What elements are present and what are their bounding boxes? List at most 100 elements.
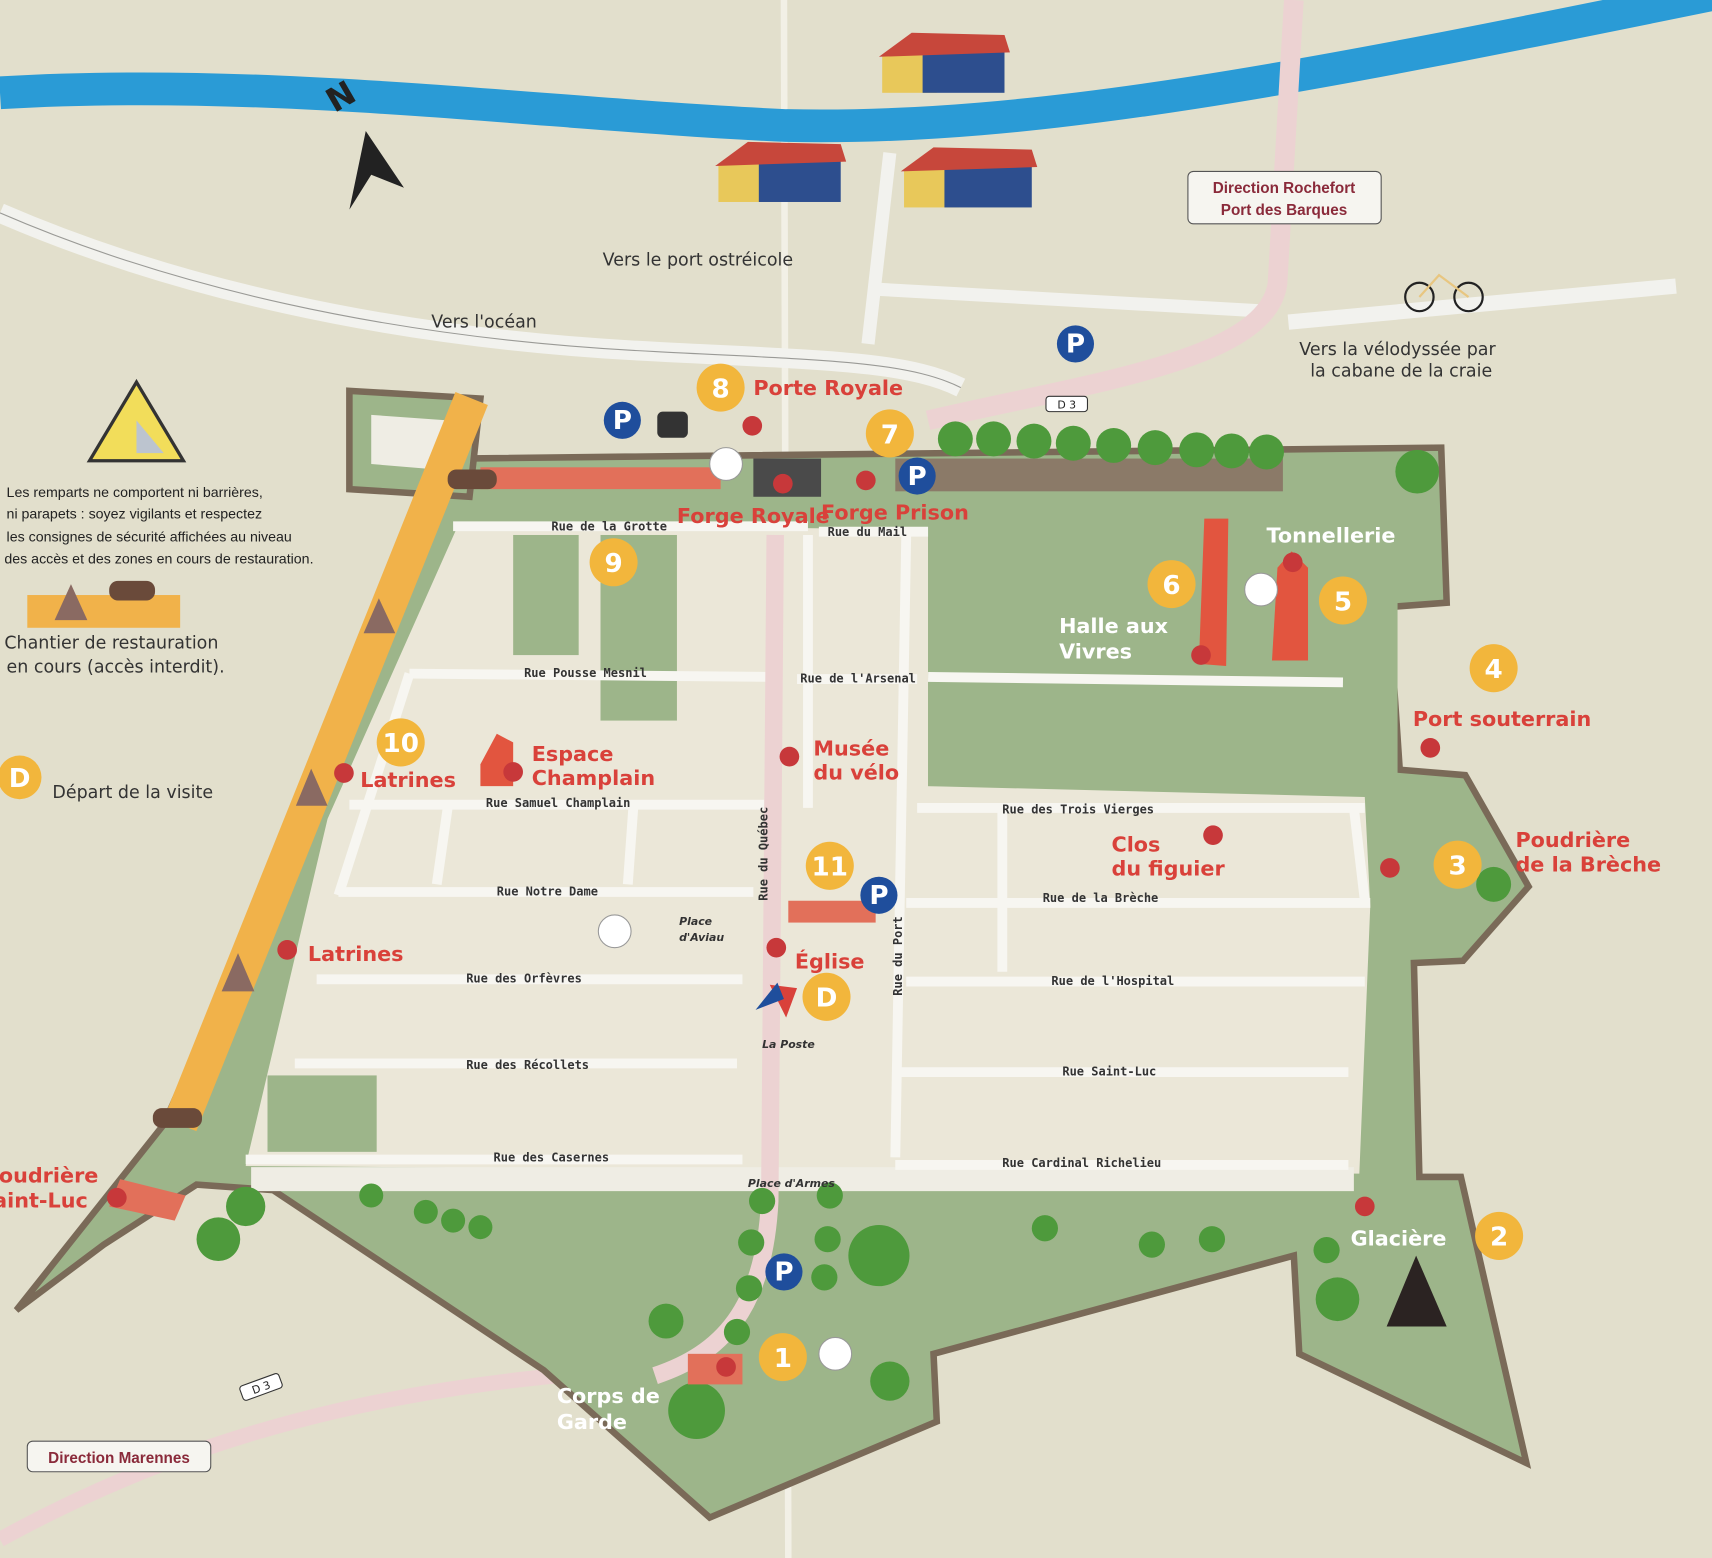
- grass-field: [928, 480, 1398, 787]
- place-label: d'Aviau: [679, 931, 724, 944]
- house-icon: [900, 147, 1038, 208]
- eglise-building: [788, 900, 876, 923]
- barrier-icons: [152, 469, 497, 1128]
- poi-10-label: Latrines: [360, 768, 456, 792]
- street-label: Rue des Casernes: [494, 1151, 610, 1165]
- poi-7[interactable]: 7: [865, 409, 914, 458]
- street-label: Rue des Orfèvres: [466, 972, 582, 986]
- poi-8[interactable]: 8: [696, 363, 745, 412]
- direction-ocean-label: Vers l'océan: [431, 313, 537, 333]
- house-icon: [878, 32, 1010, 93]
- poi-1[interactable]: 1: [758, 1333, 807, 1382]
- road-port: [861, 152, 897, 345]
- poi-2[interactable]: 2: [1475, 1211, 1524, 1260]
- road-edge: [0, 212, 962, 389]
- legend-warning-line: des accès et des zones en cours de resta…: [4, 551, 313, 567]
- street-label: Rue des Trois Vierges: [1002, 802, 1154, 816]
- espace-champlain-label: Champlain: [532, 766, 655, 790]
- start-badge-icon: [0, 755, 42, 800]
- d3-badge-text: D 3: [250, 1378, 272, 1397]
- grass-plot: [267, 1075, 377, 1152]
- la-poste-icon: [755, 982, 784, 1010]
- street-label: Rue Notre Dame: [497, 884, 598, 898]
- svg-text:11: 11: [812, 853, 848, 883]
- svg-text:4: 4: [1485, 655, 1503, 685]
- street-label: Rue Samuel Champlain: [486, 796, 631, 810]
- poi-1-label: Corps de: [557, 1384, 660, 1408]
- tonnellerie-building: [1271, 551, 1309, 661]
- bicycle-icon: [1404, 273, 1484, 313]
- works-swatch: [27, 595, 181, 628]
- d3-badge: [1045, 395, 1089, 413]
- svg-text:10: 10: [382, 729, 418, 759]
- musee-velo-label: du vélo: [813, 761, 899, 785]
- svg-text:P: P: [1066, 330, 1085, 360]
- svg-text:1: 1: [774, 1344, 792, 1374]
- poi-3-label: Poudrière: [1515, 828, 1630, 852]
- legend-works-label: Chantier de restauration: [4, 634, 218, 654]
- halle-building: [1198, 518, 1229, 666]
- sign-rochefort-line: Port des Barques: [1221, 202, 1347, 219]
- parking-icon: P: [898, 457, 936, 495]
- poi-11[interactable]: 11: [805, 841, 854, 890]
- poi-3[interactable]: 3: [1433, 840, 1482, 889]
- street-label: Rue des Récollets: [466, 1058, 589, 1072]
- street-label: Rue de la Brèche: [1043, 891, 1159, 905]
- parking-icon: P: [860, 876, 898, 914]
- start-badge-letter: D: [9, 764, 31, 794]
- poi-5[interactable]: 5: [1318, 576, 1367, 625]
- rue-du-quebec-road: [652, 534, 784, 1384]
- clos-figuier-label: Clos: [1111, 833, 1160, 857]
- tree-row: [196, 421, 1512, 1439]
- legend-warning-line: les consignes de sécurité affichées au n…: [7, 530, 292, 546]
- poi-start[interactable]: D: [802, 972, 851, 1021]
- legend-warning-line: Les remparts ne comportent ni barrières,: [7, 485, 263, 501]
- toilets-icon: [1244, 572, 1278, 607]
- street-label: Rue du Québec: [757, 807, 771, 901]
- svg-text:P: P: [908, 462, 927, 492]
- svg-text:9: 9: [604, 549, 622, 579]
- legend-start-label: Départ de la visite: [52, 783, 213, 803]
- bus-icon: [657, 411, 688, 438]
- poi-8-sublabel: Forge Royale: [677, 504, 830, 528]
- north-wall: [895, 458, 1283, 492]
- north-arrow-icon: [349, 131, 404, 210]
- latrines-label: Latrines: [308, 942, 404, 966]
- svg-text:7: 7: [881, 420, 899, 450]
- poi-11-label: Église: [795, 948, 865, 973]
- poi-7-label: Forge Prison: [821, 501, 969, 525]
- poi-8-label: Porte Royale: [753, 376, 903, 400]
- sign-marennes-text: Direction Marennes: [48, 1450, 190, 1467]
- svg-text:P: P: [613, 406, 632, 436]
- poi-6[interactable]: 6: [1147, 560, 1196, 609]
- poudriere-saint-luc-label: Poudrière: [0, 1163, 98, 1187]
- direction-velodyssee-label: Vers la vélodyssée par: [1299, 340, 1496, 360]
- svg-text:P: P: [869, 881, 888, 911]
- poi-4[interactable]: 4: [1469, 644, 1518, 693]
- rampart-works: [163, 391, 488, 1132]
- poi-4-label: Port souterrain: [1413, 707, 1591, 731]
- poi-10[interactable]: 10: [376, 718, 425, 767]
- place-label: Place: [679, 915, 712, 928]
- street-label: Rue de l'Hospital: [1051, 974, 1174, 988]
- d3-badge: D 3: [239, 1373, 283, 1401]
- location-pins: [107, 415, 1441, 1377]
- house-icon: [715, 141, 847, 202]
- poudriere-saint-luc-building: [109, 1179, 186, 1221]
- poi-2-label: Glacière: [1351, 1227, 1447, 1251]
- direction-port-label: Vers le port ostréicole: [603, 250, 793, 270]
- svg-text:P: P: [774, 1258, 793, 1288]
- svg-text:6: 6: [1162, 571, 1180, 601]
- street-label: Rue du Port: [891, 916, 905, 995]
- street-label: Rue Pousse Mesnil: [524, 666, 647, 680]
- place-label: Place d'Armes: [748, 1177, 835, 1190]
- poi-9[interactable]: 9: [589, 538, 638, 587]
- ice-house-icon: [1386, 1255, 1447, 1327]
- rampart-red: [480, 467, 721, 490]
- cone-icons: [221, 598, 396, 992]
- barrier-icon: [109, 580, 156, 601]
- sign-marennes: Direction Marennes: [26, 1440, 212, 1473]
- street-label: Rue de l'Arsenal: [800, 671, 916, 685]
- town-blocks: [245, 524, 1371, 1174]
